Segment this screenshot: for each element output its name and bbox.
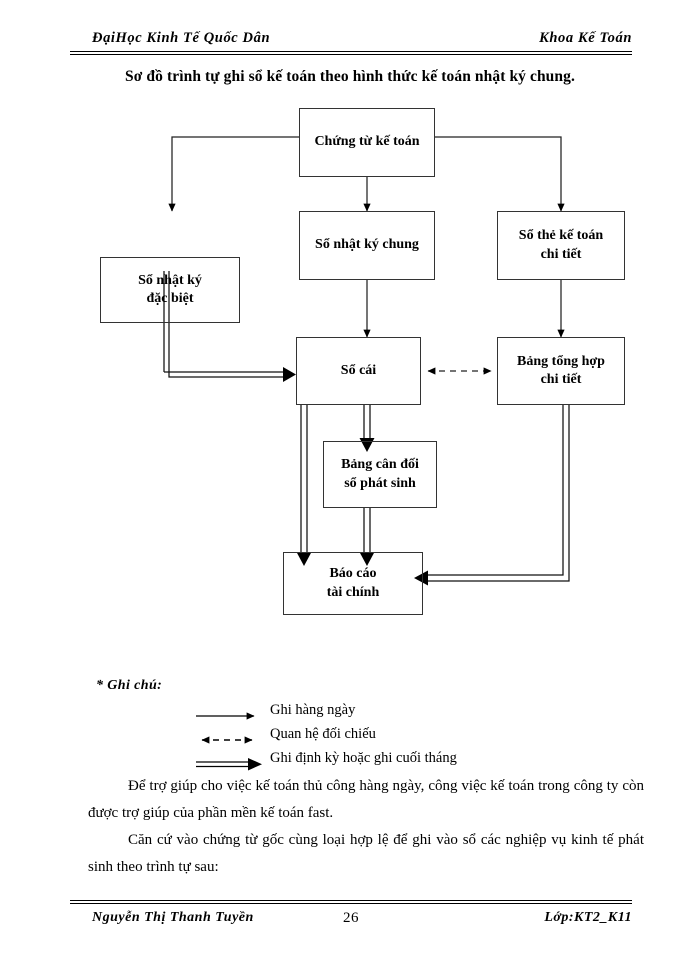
footer-class-name: Lớp:KT2_K11 <box>544 910 632 925</box>
edge-chungtu-to-sothe <box>435 136 565 212</box>
node-bang-can-doi-so-phat-sinh[interactable]: Bảng cân đối sổ phát sinh <box>323 441 437 508</box>
node-label: Bảng tổng hợp chi tiết <box>513 353 609 390</box>
node-label-line1: Sổ thẻ kế toán <box>518 228 604 244</box>
node-so-cai[interactable]: Sổ cái <box>296 337 421 405</box>
node-label-line2: chi tiết <box>540 372 582 387</box>
edge-chungtu-to-nhatky-dacbiet <box>168 136 299 212</box>
page-footer: Nguyễn Thị Thanh Tuyền 26 Lớp:KT2_K11 <box>70 900 632 930</box>
page-header: ĐạiHọc Kinh Tế Quốc Dân Khoa Kế Toán <box>70 30 632 56</box>
node-so-nhat-ky-dac-biet[interactable]: Sổ nhật ký đặc biệt <box>100 257 240 323</box>
node-label: Sổ nhật ký chung <box>315 237 419 253</box>
node-label: Báo cáo tài chính <box>323 565 384 602</box>
node-label-line2: đặc biệt <box>146 291 194 306</box>
legend-title: * Ghi chú: <box>96 678 163 693</box>
node-so-the-ke-toan-chi-tiet[interactable]: Sổ thẻ kế toán chi tiết <box>497 211 625 280</box>
paragraph-1: Để trợ giúp cho việc kế toán thủ công hà… <box>88 778 644 821</box>
legend-glyph-dashed-double-arrow <box>201 736 253 744</box>
node-label: Sổ cái <box>340 362 377 378</box>
arrowhead-to-baocao-center <box>359 552 375 566</box>
arrowhead-to-baocao-left <box>296 552 312 566</box>
node-label-line2: tài chính <box>326 584 380 600</box>
legend-glyph-double-line-arrow <box>196 758 262 771</box>
paragraph-2: Căn cứ vào chứng từ gốc cùng loại hợp lệ… <box>88 832 644 875</box>
header-divider <box>70 51 632 55</box>
node-chung-tu-ke-toan[interactable]: Chứng từ kế toán <box>299 108 435 177</box>
double-line-arrowheads <box>283 367 428 586</box>
footer-divider <box>70 900 632 904</box>
node-label-line1: Sổ nhật ký <box>138 272 202 288</box>
arrowhead-to-bangcandoi <box>359 438 375 452</box>
node-bao-cao-tai-chinh[interactable]: Báo cáo tài chính <box>283 552 423 615</box>
node-label: Chứng từ kế toán <box>314 134 420 150</box>
node-label: Sổ nhật ký đặc biệt <box>134 272 206 309</box>
node-label-line1: Báo cáo <box>329 566 377 582</box>
node-label-line1: Bảng tổng hợp <box>517 353 605 369</box>
node-label: Sổ thẻ kế toán chi tiết <box>515 227 607 264</box>
node-label-line2: chi tiết <box>540 246 582 262</box>
legend-label: Ghi định kỳ hoặc ghi cuối tháng <box>270 750 457 766</box>
edge-bangtonghop-to-baocao-a <box>428 405 564 576</box>
diagram-title: Sơ đồ trình tự ghi sổ kế toán theo hình … <box>125 68 575 85</box>
header-university-name: ĐạiHọc Kinh Tế Quốc Dân <box>92 30 271 46</box>
footer-page-number: 26 <box>343 910 359 926</box>
node-label: Bảng cân đối sổ phát sinh <box>337 456 423 493</box>
arrowhead-to-baocao-right <box>414 570 428 586</box>
header-faculty-name: Khoa Kế Toán <box>539 30 632 46</box>
edge-bangtonghop-to-baocao-b <box>428 405 570 582</box>
node-bang-tong-hop-chi-tiet[interactable]: Bảng tổng hợp chi tiết <box>497 337 625 405</box>
footer-author-name: Nguyễn Thị Thanh Tuyền <box>92 910 254 925</box>
node-label-line1: Bảng cân đối <box>341 457 419 473</box>
legend-label: Ghi hàng ngày <box>270 702 356 718</box>
node-label-line2: sổ phát sinh <box>344 475 416 491</box>
legend-glyph-solid-arrow <box>196 712 255 720</box>
node-so-nhat-ky-chung[interactable]: Sổ nhật ký chung <box>299 211 435 280</box>
legend-label: Quan hệ đối chiếu <box>270 726 376 742</box>
arrowhead-to-socai <box>283 367 296 382</box>
edge-dacbiet-to-socai-b <box>168 271 283 378</box>
